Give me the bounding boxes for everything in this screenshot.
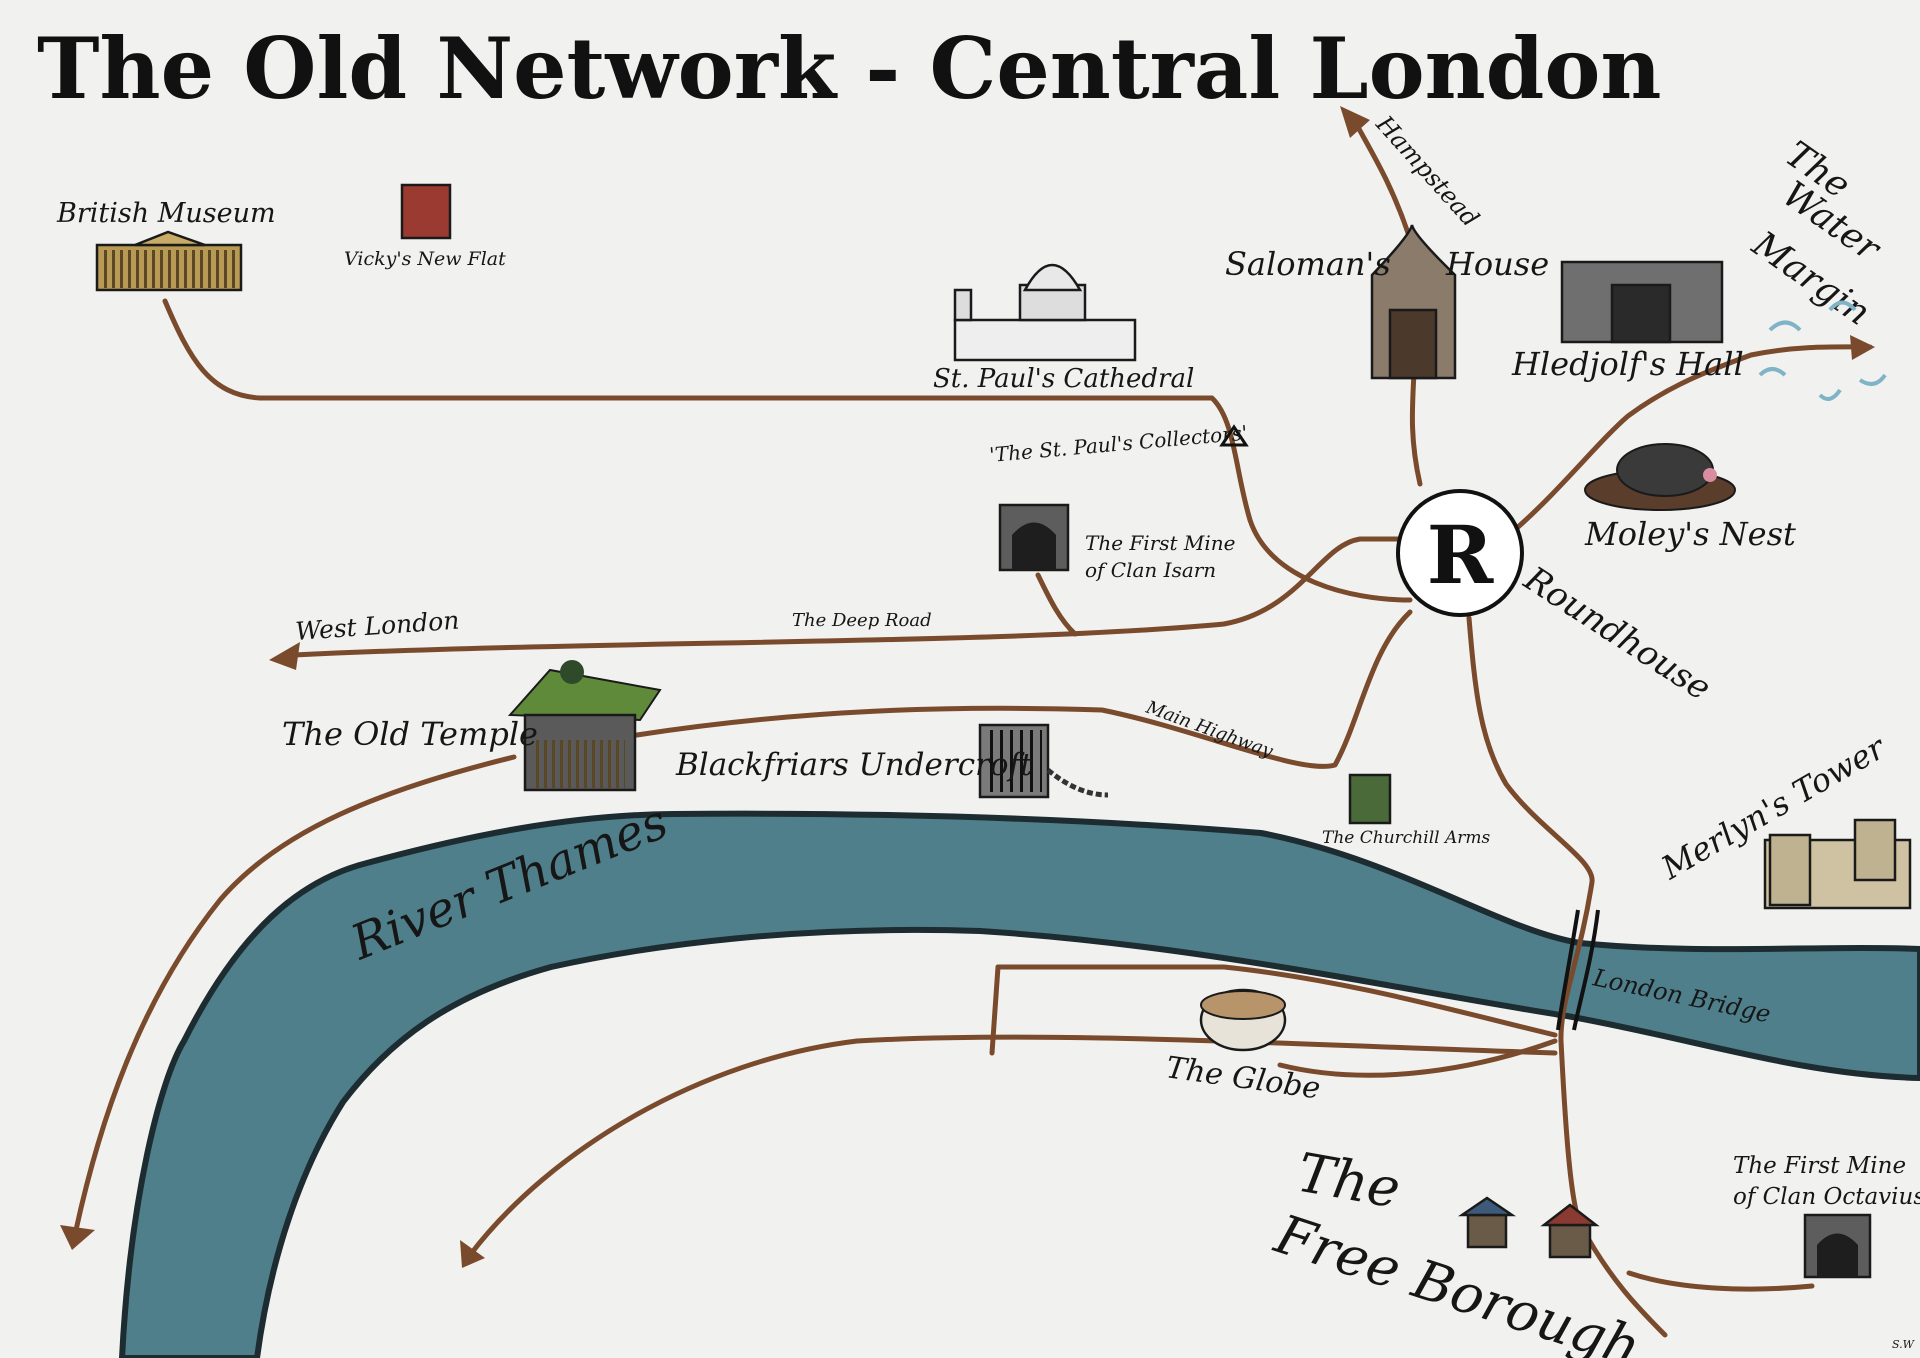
route-main-highway[interactable]	[634, 609, 1413, 769]
churchill-arms-icon[interactable]	[1348, 773, 1392, 825]
label-first-mine-octavius-2: of Clan Octavius	[1733, 1184, 1920, 1210]
moleys-nest-icon[interactable]	[1584, 443, 1736, 511]
arrow-south	[460, 1240, 485, 1268]
label-first-mine-octavius-1: The First Mine	[1733, 1153, 1906, 1179]
london-bridge-icon[interactable]	[1556, 909, 1600, 1031]
label-first-mine-isarn-2: of Clan Isarn	[1085, 558, 1216, 582]
first-mine-isarn-icon[interactable]	[998, 503, 1070, 572]
first-mine-octavius-icon[interactable]	[1803, 1213, 1872, 1279]
route-old-temple-west[interactable]	[73, 754, 517, 1233]
free-borough-icon[interactable]	[1457, 1196, 1600, 1259]
blackfriars-undercroft-icon[interactable]	[978, 723, 1109, 799]
route-label-deep-road: The Deep Road	[792, 610, 932, 631]
label-salomans-house-1: Saloman's	[1225, 245, 1391, 283]
label-moleys-nest: Moley's Nest	[1584, 515, 1796, 553]
route-water-margin[interactable]	[1515, 344, 1873, 530]
label-salomans-house-2: House	[1445, 245, 1549, 283]
arrow-west-london	[269, 642, 300, 670]
route-south-loop[interactable]	[989, 964, 1558, 1056]
roundhouse-hub[interactable]: R	[1396, 489, 1524, 617]
salomans-house-icon[interactable]	[1370, 224, 1457, 380]
label-british-museum: British Museum	[56, 198, 276, 229]
hledjolfs-hall-icon[interactable]	[1560, 260, 1724, 344]
river-thames	[118, 810, 1920, 1358]
route-deep-road[interactable]	[291, 536, 1413, 658]
route-south-west[interactable]	[467, 1034, 1558, 1258]
routes	[60, 106, 1875, 1338]
arrow-hampstead	[1340, 106, 1370, 138]
label-churchill-arms: The Churchill Arms	[1322, 828, 1490, 848]
artist-signature: S.W	[1892, 1338, 1916, 1351]
old-temple-icon[interactable]	[507, 660, 662, 792]
route-british-museum[interactable]	[162, 298, 1413, 603]
st-pauls-cathedral-icon[interactable]	[953, 263, 1137, 362]
roundhouse-letter: R	[1427, 508, 1494, 602]
route-isarn[interactable]	[1035, 572, 1078, 637]
page-title: The Old Network - Central London	[37, 19, 1662, 118]
globe-theatre-icon[interactable]	[1199, 988, 1287, 1052]
british-museum-icon[interactable]	[95, 230, 243, 292]
route-clan-octavius[interactable]	[1626, 1270, 1815, 1292]
label-hledjolfs-hall: Hledjolf's Hall	[1511, 345, 1744, 383]
label-blackfriars: Blackfriars Undercroft	[675, 747, 1033, 783]
water-splash-icon	[1758, 300, 1887, 401]
label-old-temple: The Old Temple	[282, 715, 538, 753]
merlyns-tower-icon[interactable]	[1763, 818, 1912, 910]
label-first-mine-isarn-1: The First Mine	[1085, 531, 1236, 555]
route-hledjolf[interactable]	[1409, 370, 1423, 487]
label-st-pauls: St. Paul's Cathedral	[933, 364, 1194, 394]
label-vickys-flat: Vicky's New Flat	[344, 248, 506, 270]
vickys-flat-icon[interactable]	[400, 183, 452, 240]
collectors-triangle-icon	[1219, 424, 1249, 447]
arrow-water-margin	[1850, 335, 1875, 360]
arrow-south-west	[60, 1225, 95, 1250]
